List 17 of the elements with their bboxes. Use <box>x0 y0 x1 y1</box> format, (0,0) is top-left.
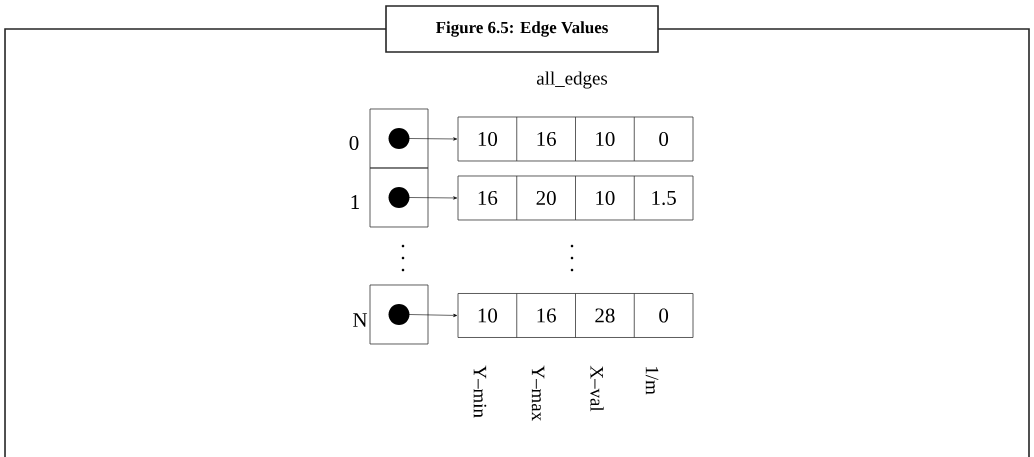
row-index: 0 <box>349 135 359 151</box>
arrow <box>408 196 458 200</box>
pointer-cell <box>369 108 429 169</box>
column-label: Y–max <box>531 365 545 421</box>
pointer-cell <box>369 167 429 228</box>
arrow <box>408 137 458 141</box>
record-row: 16 20 10 1.5 <box>457 175 694 221</box>
title-box: Figure 6.5: Edge Values <box>385 5 659 53</box>
column-label: 1/m <box>645 367 659 395</box>
column-label: X–val <box>590 365 604 412</box>
column-label: Y–min <box>473 365 487 418</box>
record-row: 10 16 10 0 <box>457 116 694 162</box>
arrow <box>408 313 458 318</box>
row-index: 1 <box>351 195 359 209</box>
array-name: all_edges <box>536 71 608 89</box>
record-row: 10 16 28 0 <box>457 293 694 338</box>
pointer-cell <box>369 284 429 345</box>
